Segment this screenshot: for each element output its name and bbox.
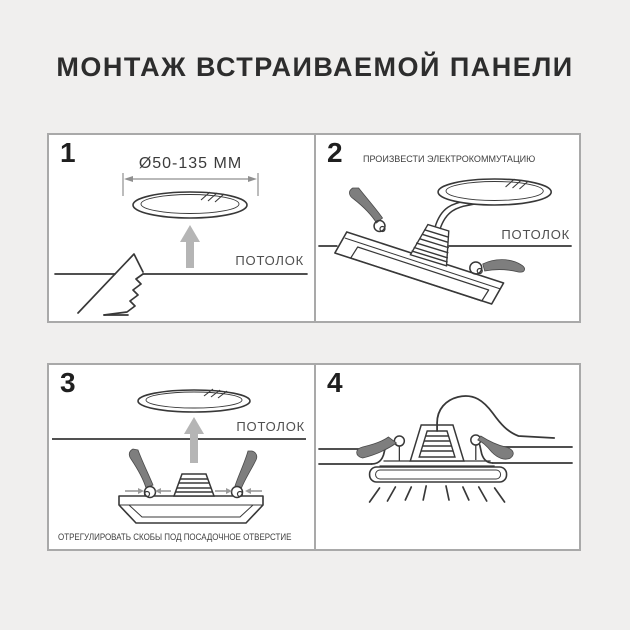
- ceiling-line-and-cut-flap: [54, 253, 308, 316]
- driver-block: [409, 223, 450, 267]
- spring-clip-right: [469, 259, 525, 275]
- cutout-hole-illustration: [54, 173, 308, 316]
- spring-clip-left: [128, 448, 157, 499]
- page-title: МОНТАЖ ВСТРАИВАЕМОЙ ПАНЕЛИ: [56, 52, 574, 82]
- spring-anchor-left: [393, 435, 406, 447]
- light-rays: [368, 485, 506, 503]
- driver-disc: [437, 178, 553, 206]
- panel-disc: [137, 388, 251, 413]
- adjust-arrow-heads: [138, 488, 251, 494]
- tilted-panel: [334, 231, 505, 305]
- wiring-illustration: [318, 178, 572, 305]
- driver-block: [418, 430, 456, 458]
- disc-shine-marks: [203, 388, 228, 399]
- dimension-arrow-right: [248, 176, 257, 182]
- panel-disc: [132, 191, 248, 219]
- step-panel-3: 3 ПОТОЛОК ОТРЕГУЛИРОВАТЬ СКОБЫ ПОД ПОСАД…: [47, 363, 316, 551]
- up-arrow-icon: [180, 225, 200, 268]
- step-panel-1: 1 Ø50-135 ММ ПОТОЛОК: [47, 133, 316, 323]
- step-number: 2: [327, 137, 343, 168]
- ceiling-label: ПОТОЛОК: [235, 253, 304, 268]
- dimension-lines: [122, 173, 259, 196]
- panel-frame: [368, 466, 508, 483]
- ceiling-label: ПОТОЛОК: [236, 419, 305, 434]
- spring-adjust-illustration: [52, 388, 306, 524]
- caption-label: ОТРЕГУЛИРОВАТЬ СКОБЫ ПОД ПОСАДОЧНОЕ ОТВЕ…: [58, 532, 292, 543]
- step-number: 4: [327, 367, 343, 398]
- step-panel-2: 2 ПРОИЗВЕСТИ ЭЛЕКТРОКОММУТАЦИЮ ПОТОЛОК: [316, 133, 581, 323]
- step-number: 3: [60, 367, 76, 398]
- up-arrow-icon: [184, 417, 204, 463]
- step-panel-4: 4: [316, 363, 581, 551]
- step-number: 1: [60, 137, 76, 168]
- dimension-label: Ø50-135 ММ: [138, 155, 243, 172]
- disc-shine-marks: [200, 191, 225, 203]
- power-wire: [436, 395, 556, 439]
- disc-shine-marks: [505, 178, 529, 190]
- spring-clip-right: [477, 435, 514, 460]
- spring-clip-left: [356, 436, 398, 459]
- spring-clip-left: [349, 187, 386, 233]
- ceiling-label: ПОТОЛОК: [501, 227, 570, 242]
- installed-panel-illustration: [318, 395, 573, 503]
- panel-slab: [118, 495, 264, 524]
- spring-clip-right: [230, 450, 258, 499]
- dimension-arrow-left: [124, 176, 133, 182]
- instruction-label: ПРОИЗВЕСТИ ЭЛЕКТРОКОММУТАЦИЮ: [363, 154, 536, 165]
- driver-block: [172, 473, 216, 497]
